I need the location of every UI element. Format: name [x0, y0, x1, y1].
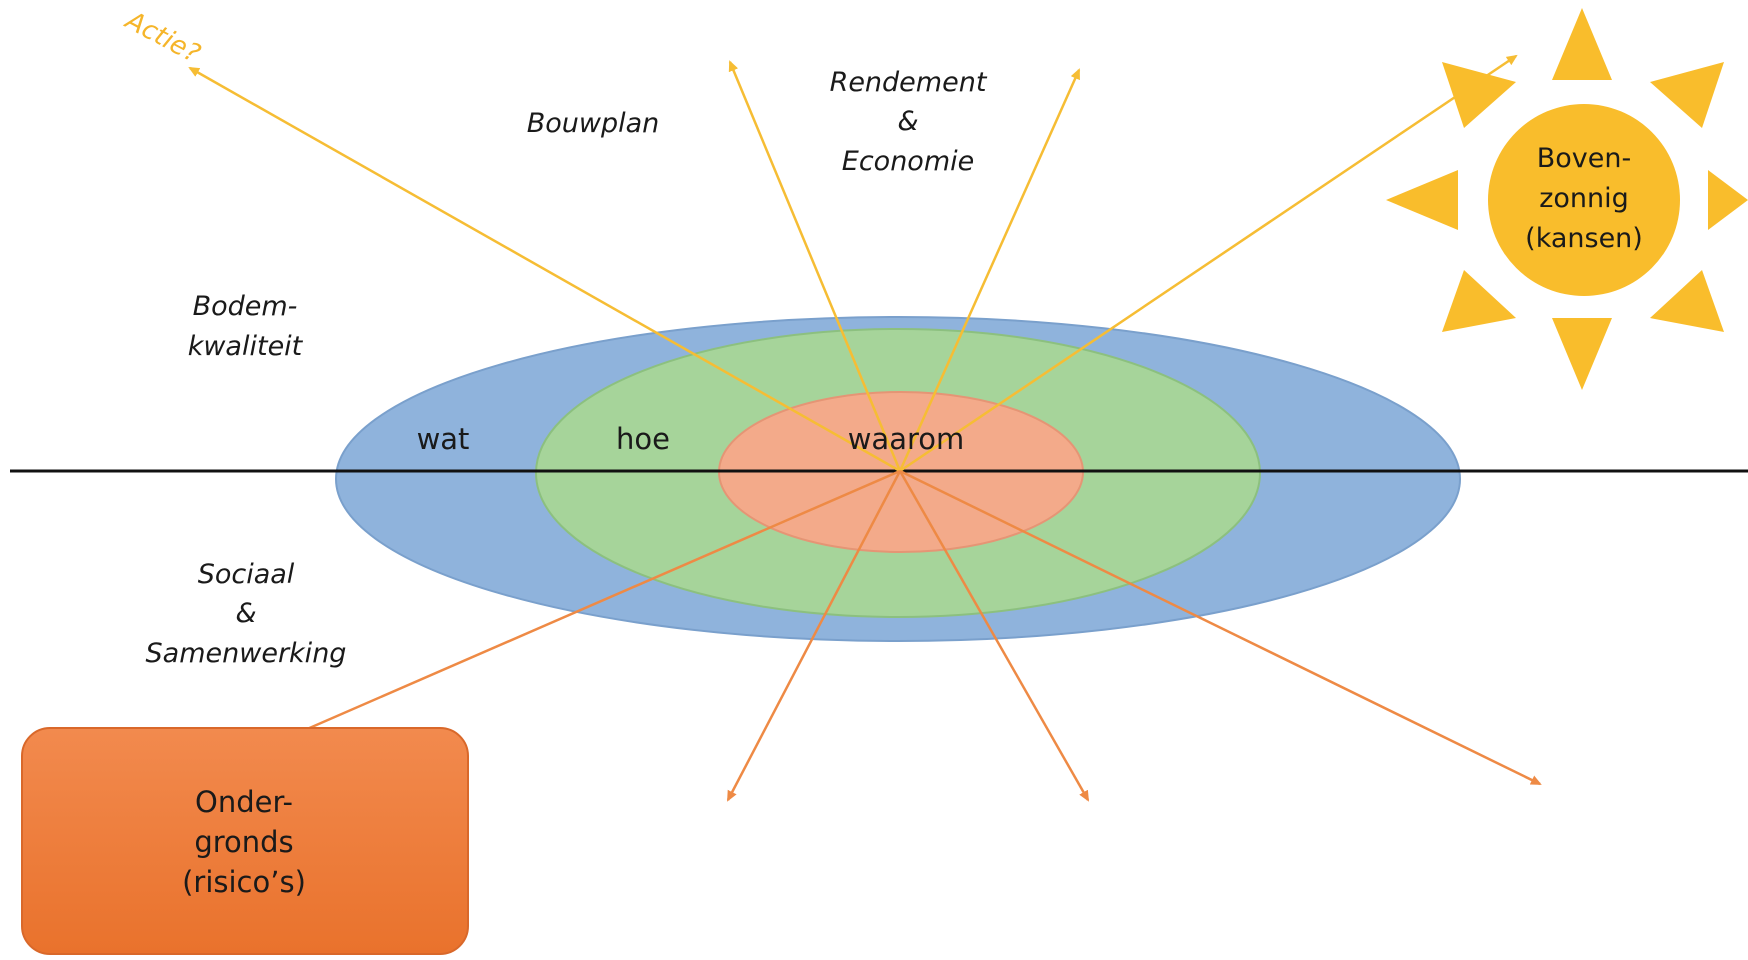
- label-sociaal-line-1: Sociaal: [198, 559, 295, 590]
- arrow-to-actie: [188, 66, 901, 473]
- arrow-down-3: [899, 469, 1542, 786]
- risk-box-line-2: gronds: [194, 825, 293, 859]
- sun-ray-bottom: [1552, 318, 1612, 390]
- label-rendement-line-1: Rendement: [830, 67, 988, 98]
- arrow-to-bouwplan: [728, 60, 902, 472]
- label-sociaal-line-3: Samenwerking: [146, 638, 347, 669]
- sun-ray-top-right: [1650, 62, 1724, 128]
- risk-box-line-1: Onder-: [195, 785, 293, 819]
- sun-ray-right: [1708, 170, 1748, 230]
- risk-box: [21, 727, 469, 955]
- label-bodemkwaliteit: Bodem- kwaliteit: [188, 291, 304, 362]
- label-actie: Actie?: [119, 5, 205, 70]
- sun-label: Boven- zonnig (kansen): [1525, 143, 1643, 254]
- arrow-down-1: [726, 470, 902, 802]
- label-rendement-line-2: &: [897, 106, 918, 137]
- label-rendement-line-3: Economie: [842, 146, 974, 177]
- risk-box-line-3: (risico’s): [182, 865, 306, 899]
- risk-box-label: Onder- gronds (risico’s): [182, 785, 306, 899]
- arrow-to-risk-box: [297, 469, 901, 735]
- arrow-to-rendement: [898, 68, 1081, 472]
- sun-icon: [1386, 8, 1748, 390]
- down-arrows: [297, 469, 1542, 802]
- up-arrows: [188, 54, 1518, 473]
- label-bouwplan: Bouwplan: [527, 108, 660, 139]
- ring-label-waarom: waarom: [848, 422, 965, 456]
- sun-ray-left: [1386, 170, 1458, 230]
- label-sociaal-line-2: &: [235, 598, 256, 629]
- label-rendement-economie: Rendement & Economie: [830, 67, 988, 177]
- sun-ray-top: [1552, 8, 1612, 80]
- ring-label-wat: wat: [417, 422, 470, 456]
- arrow-to-sun: [899, 54, 1518, 473]
- sun-ray-bottom-left: [1442, 270, 1516, 332]
- ring-label-hoe: hoe: [616, 422, 670, 456]
- sun-ray-top-left: [1442, 62, 1516, 128]
- sun-label-line-2: zonnig: [1539, 183, 1629, 214]
- sun-ray-bottom-right: [1650, 270, 1724, 332]
- sun-body: [1488, 104, 1680, 296]
- label-bodem-line-1: Bodem-: [193, 291, 298, 322]
- sun-label-line-3: (kansen): [1525, 223, 1643, 254]
- label-bodem-line-2: kwaliteit: [188, 331, 304, 362]
- arrow-down-2: [898, 470, 1090, 802]
- label-sociaal-samenwerking: Sociaal & Samenwerking: [146, 559, 347, 669]
- sun-label-line-1: Boven-: [1537, 143, 1632, 174]
